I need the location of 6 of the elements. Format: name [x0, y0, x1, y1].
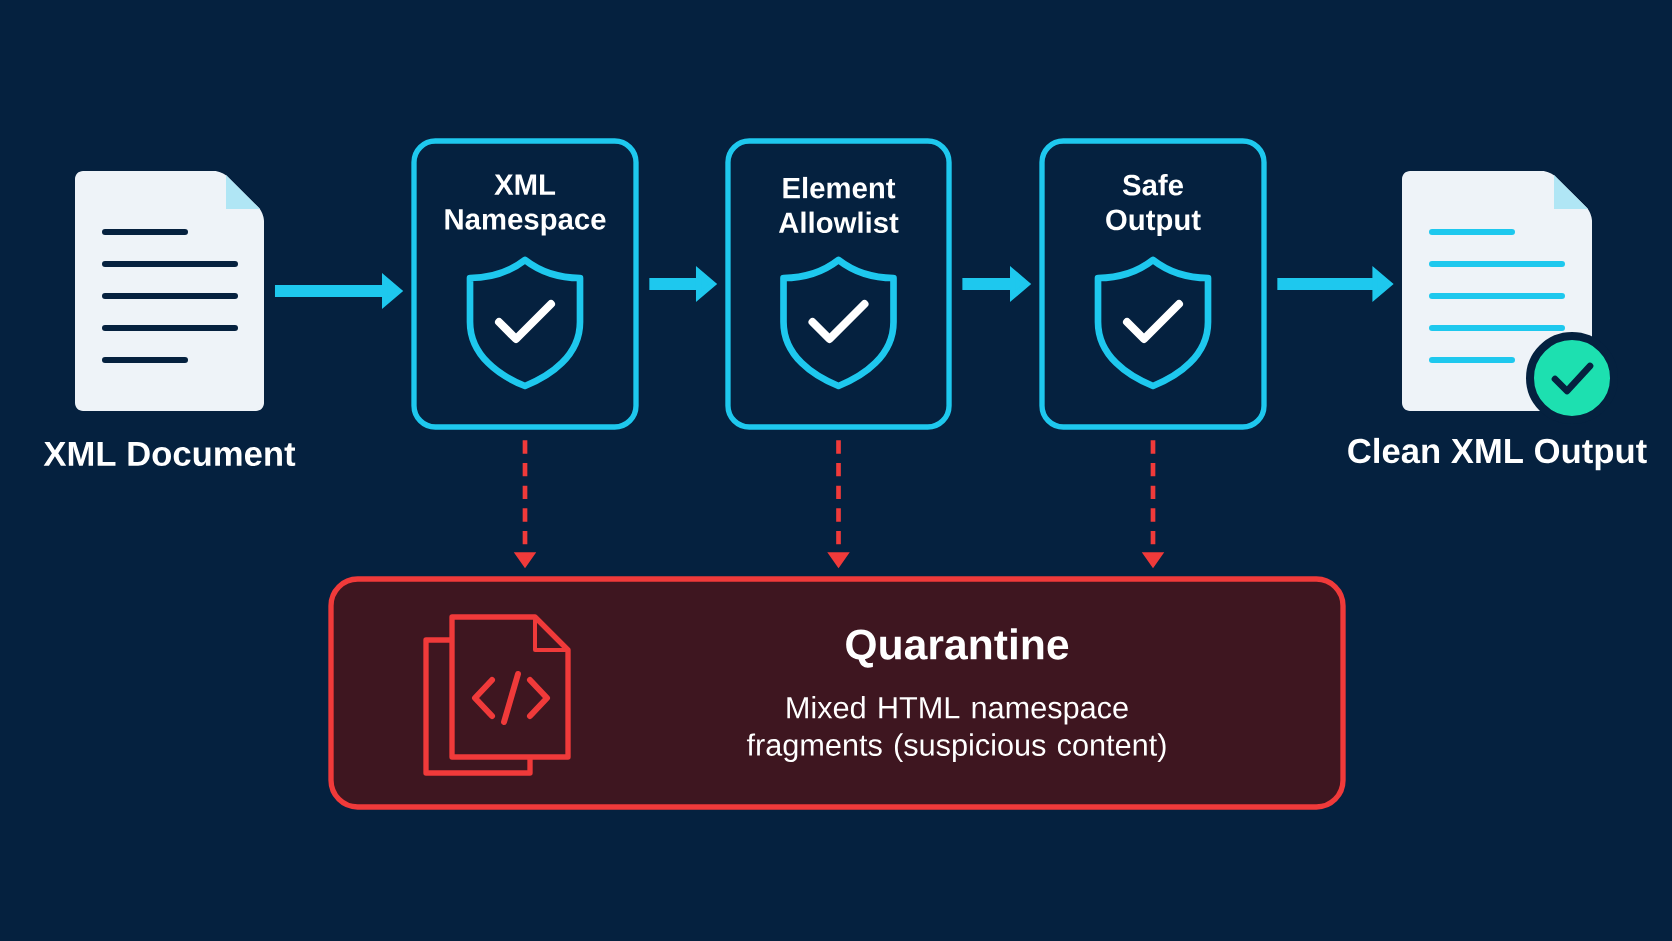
- description-text: Mixed HTML namespace fragments (suspicious content): [746, 696, 1166, 762]
- stage-box: Safe Output: [1039, 138, 1267, 430]
- stage-box: Element Allowlist: [725, 138, 952, 430]
- document-label: XML Document: [43, 441, 296, 467]
- document-label: Clean XML Output: [1348, 437, 1647, 471]
- stage-box: XML Namespace: [411, 138, 639, 430]
